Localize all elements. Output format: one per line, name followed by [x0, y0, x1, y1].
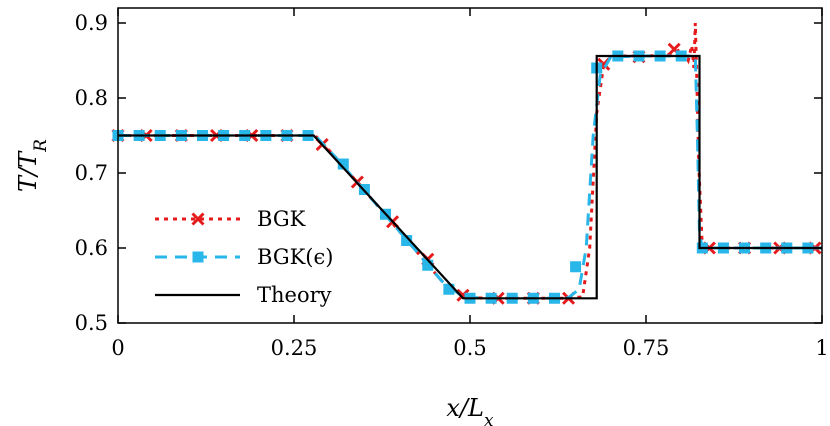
series-3	[118, 54, 822, 300]
legend-label: Theory	[257, 283, 332, 307]
y-axis-title: T/TR	[14, 139, 51, 192]
data-point	[443, 283, 455, 295]
series-layer	[111, 22, 822, 305]
series-line	[118, 54, 822, 300]
series-line	[118, 54, 822, 300]
tick-layer: 0 0.25 0.5 0.75 1 0.5 0.6 0.7 0.8 0.9	[75, 8, 829, 360]
data-point	[401, 235, 413, 246]
legend-swatch-marker	[192, 251, 204, 263]
series-2	[112, 50, 822, 304]
data-point	[422, 259, 434, 271]
legend-item: Theory	[155, 283, 332, 307]
plot-frame	[117, 7, 823, 324]
x-axis-title: x/Lx	[446, 394, 494, 426]
y-tick-label: 0.5	[75, 311, 108, 335]
y-tick-label: 0.8	[75, 86, 108, 110]
legend-label: BGK	[257, 207, 306, 231]
x-axis-label: x/Lx	[446, 394, 494, 426]
y-tick-label: 0.7	[75, 161, 108, 185]
legend-swatch-marker	[191, 212, 205, 226]
x-tick-label: 1	[815, 336, 828, 360]
series-1	[111, 22, 822, 305]
y-axis-label: T/TR	[14, 139, 51, 192]
x-tick-label: 0	[111, 336, 124, 360]
y-tick-label: 0.6	[75, 236, 108, 260]
data-point	[337, 158, 349, 170]
y-tick-label: 0.9	[75, 11, 108, 35]
legend-label: BGK(ϵ)	[257, 245, 333, 269]
x-tick-label: 0.25	[271, 336, 318, 360]
legend-item: BGK(ϵ)	[155, 245, 333, 269]
data-point	[570, 261, 582, 273]
x-tick-label: 0.5	[453, 336, 486, 360]
legend-item: BGK	[155, 207, 306, 231]
legend: BGK BGK(ϵ) Theory	[155, 207, 333, 307]
x-tick-label: 0.75	[623, 336, 670, 360]
